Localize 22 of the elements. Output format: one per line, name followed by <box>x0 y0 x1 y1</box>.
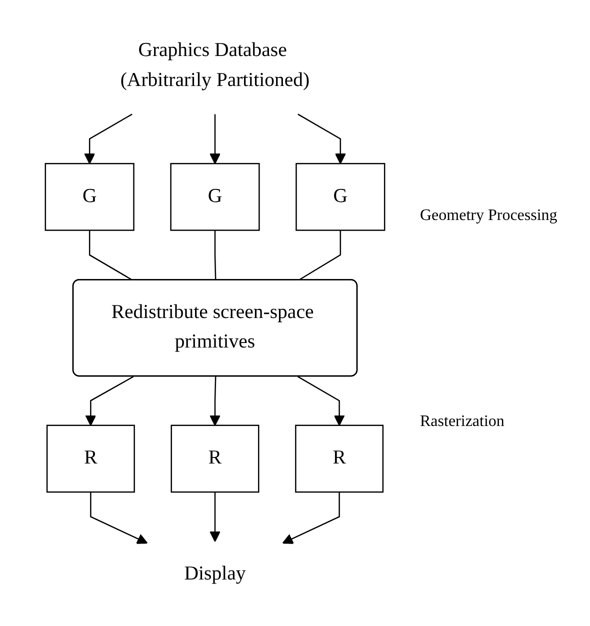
arrow <box>210 492 220 542</box>
arrow <box>297 376 345 426</box>
arrow <box>84 114 132 164</box>
stage-label: Rasterization <box>420 413 504 431</box>
connector <box>88 230 134 281</box>
node-box: R <box>295 424 384 493</box>
connector <box>214 230 216 280</box>
node-box: R <box>46 424 135 493</box>
arrow <box>210 376 220 426</box>
arrow <box>210 114 220 164</box>
node-box: G <box>170 162 260 231</box>
arrow <box>298 114 346 164</box>
stage-label: Geometry Processing <box>420 207 558 225</box>
node-box: G <box>296 162 386 231</box>
node-box: R <box>170 424 260 493</box>
node-text: Graphics Database (Arbitrarily Partitioned) <box>120 40 310 91</box>
connector <box>298 230 342 281</box>
arrow <box>85 376 134 426</box>
arrow <box>282 492 340 544</box>
node-text: Display <box>184 564 246 585</box>
arrow <box>90 492 148 544</box>
node-box: G <box>44 162 134 231</box>
